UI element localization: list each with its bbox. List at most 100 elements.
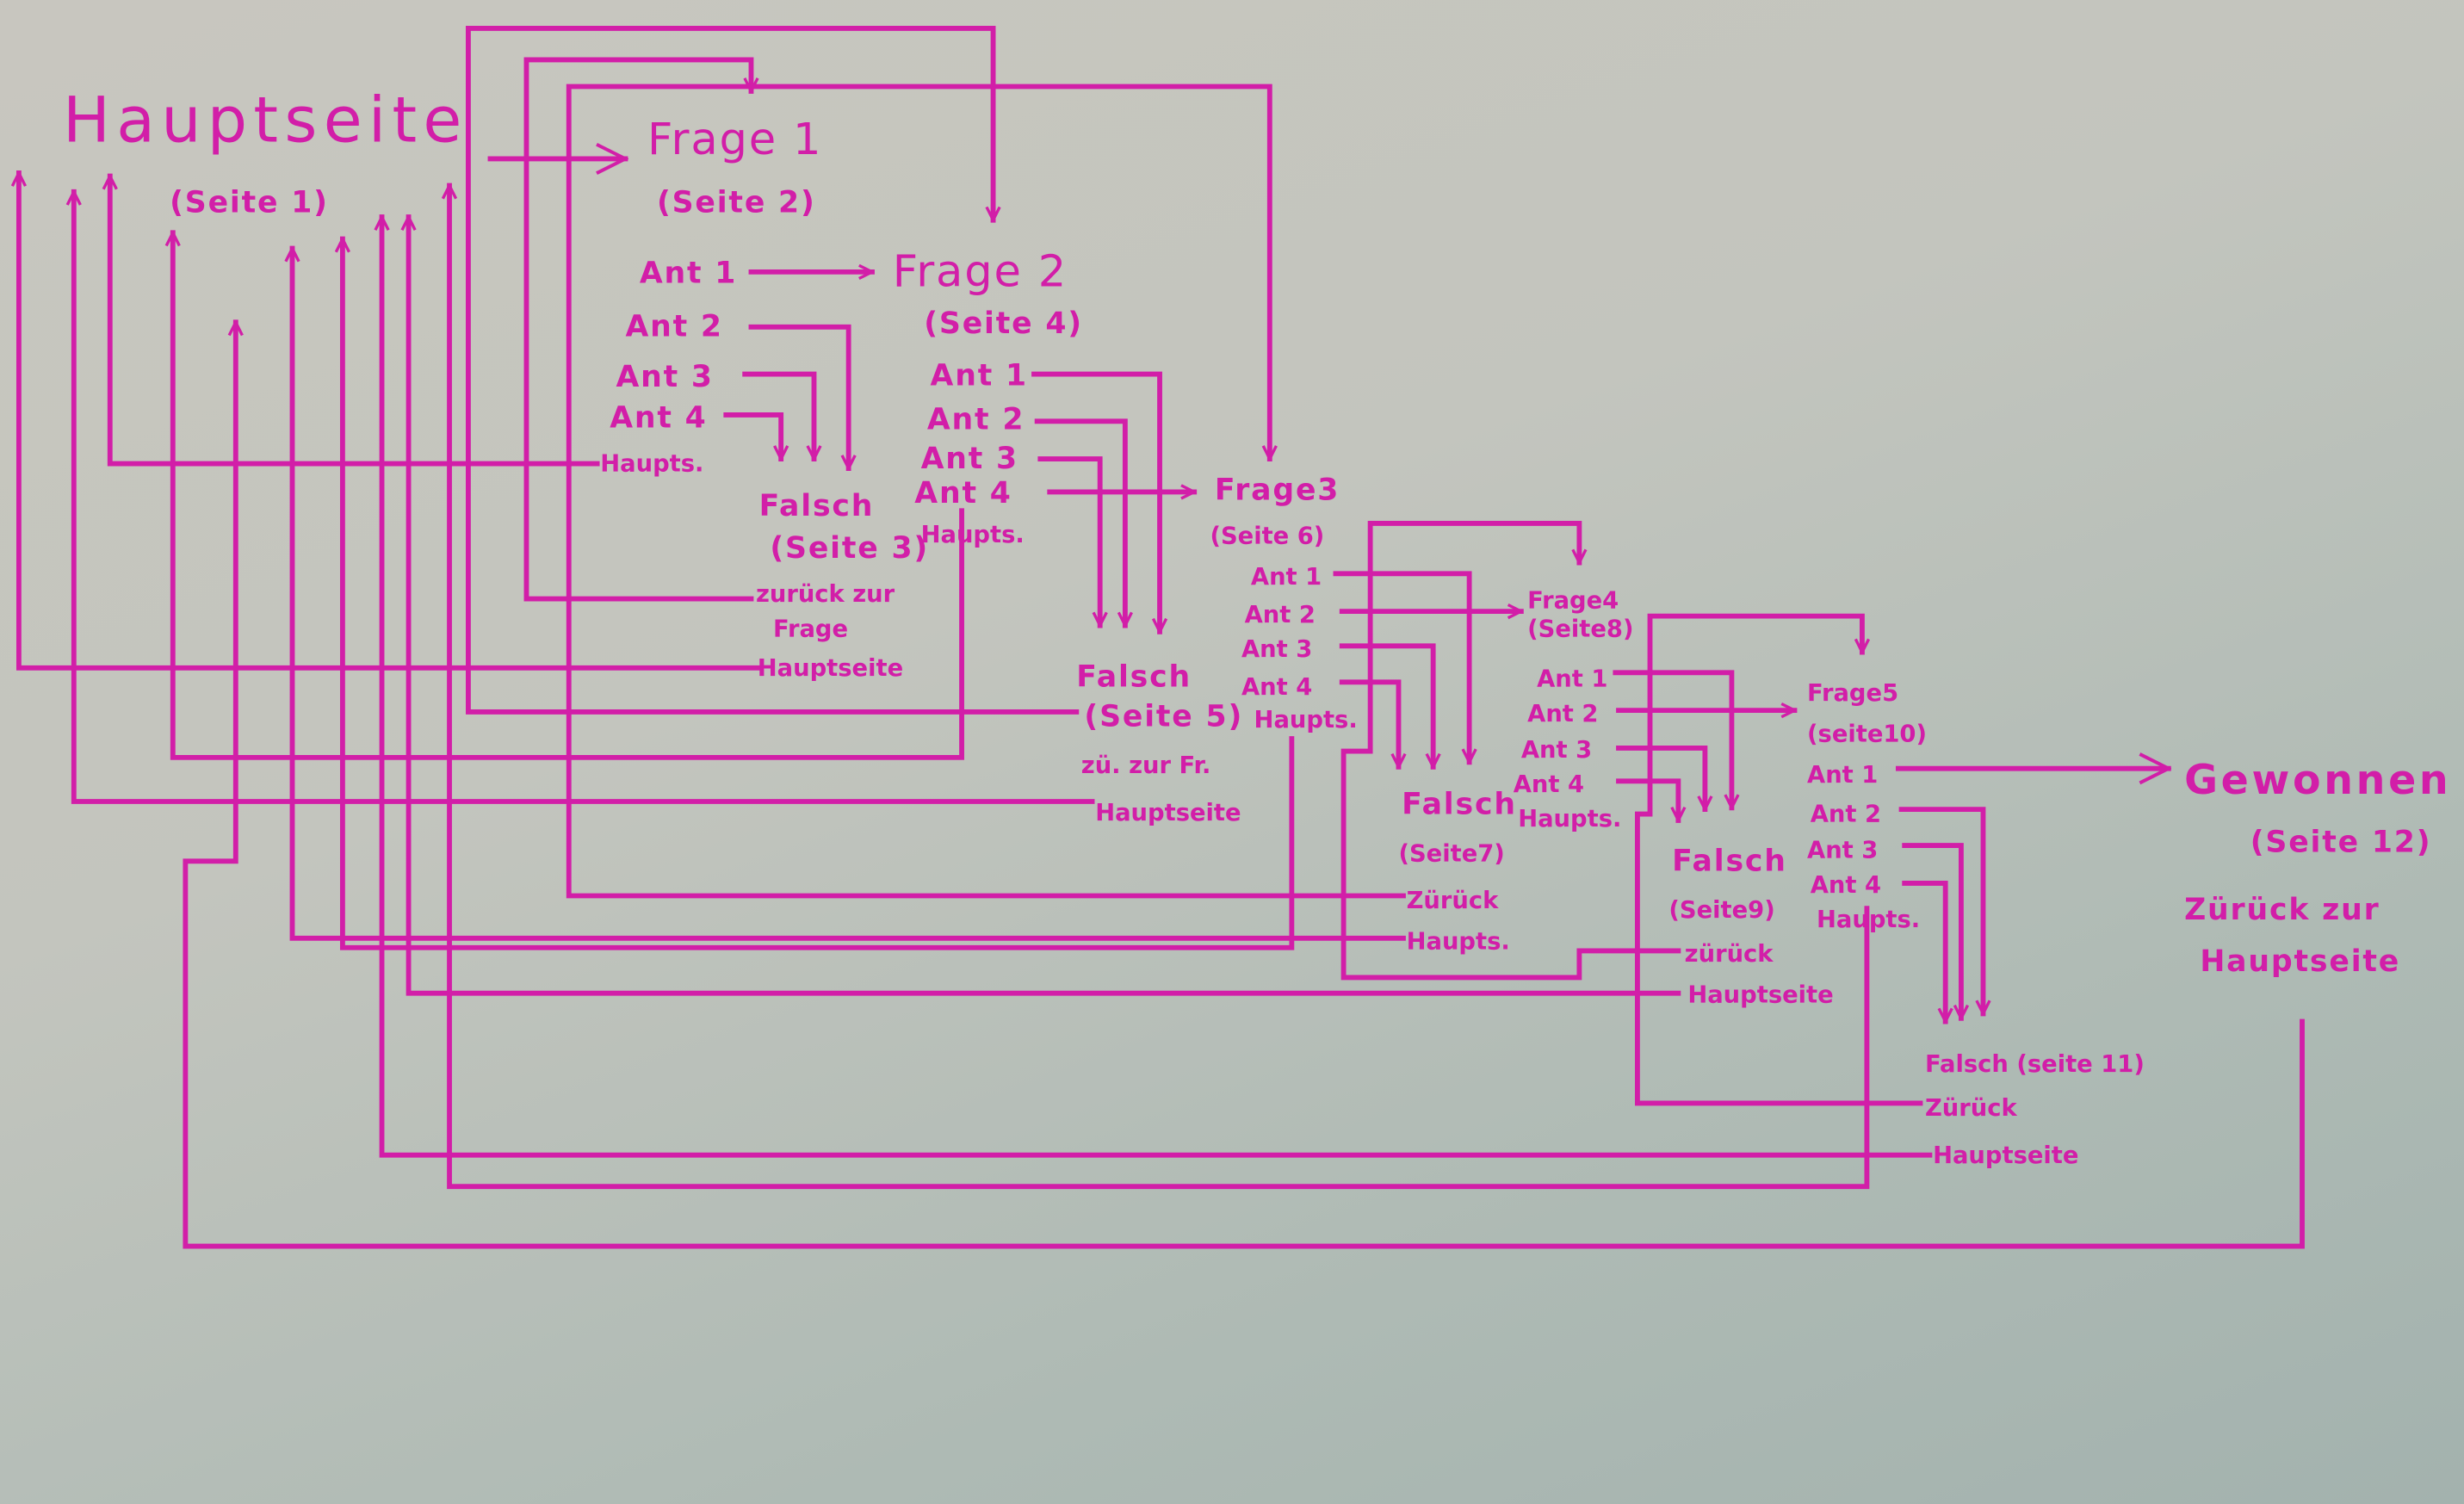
answer-label: Ant 1 xyxy=(1537,666,1607,693)
node-hauptseite: Hauptseite (Seite 1) xyxy=(63,84,468,220)
connector-lines xyxy=(19,26,2305,1249)
arrow-f4-ant1-to-falsch9 xyxy=(1613,670,1731,811)
arrow-f3-ant1-to-falsch7 xyxy=(1333,571,1469,765)
node-page: (Seite 2) xyxy=(657,186,816,220)
back-label: Zürück zur xyxy=(2184,893,2380,927)
back-label: Frage xyxy=(773,616,848,642)
node-page: (Seite 6) xyxy=(1210,523,1324,550)
node-falsch7: Falsch (Seite7) Zürück Haupts. xyxy=(1398,788,1517,956)
arrow-f5-ant4-to-falsch11 xyxy=(1902,880,1945,1024)
arrow-falsch9-back-to-frage4 xyxy=(1340,521,1681,981)
node-title: Frage 2 xyxy=(893,246,1068,297)
answer-label: Ant 1 xyxy=(931,358,1028,393)
node-title: Falsch xyxy=(1672,844,1787,878)
answer-label: Ant 2 xyxy=(927,402,1025,436)
home-label: Hauptseite xyxy=(758,655,903,682)
node-title: Hauptseite xyxy=(63,84,468,157)
answer-label: Ant 3 xyxy=(1807,838,1878,864)
back-label: Hauptseite xyxy=(2200,944,2400,979)
home-label: Hauptseite xyxy=(1095,800,1241,826)
answer-label: Ant 4 xyxy=(914,476,1012,511)
answer-label: Ant 2 xyxy=(1245,602,1316,628)
answer-label: Ant 3 xyxy=(1241,636,1312,663)
arrow-f5-ant3-to-falsch11 xyxy=(1902,843,1961,1021)
answer-label: Ant 1 xyxy=(1251,564,1322,591)
arrow-falsch5-home-to-main xyxy=(74,189,1095,804)
answer-label: Haupts. xyxy=(600,451,703,478)
arrow-f4-ant3-to-falsch9 xyxy=(1616,746,1705,813)
arrow-f2-ant3-to-falsch5 xyxy=(1037,456,1099,628)
node-frage2: Frage 2 (Seite 4) Ant 1 Ant 2 Ant 3 Ant … xyxy=(893,246,1083,548)
node-title: Frage3 xyxy=(1215,473,1340,508)
node-falsch11: Falsch (seite 11) Zürück Hauptseite xyxy=(1925,1051,2145,1169)
home-label: Haupts. xyxy=(1407,929,1510,956)
arrow-f1-ant3-to-falsch3 xyxy=(742,371,814,462)
node-title: Falsch (seite 11) xyxy=(1925,1051,2145,1078)
answer-label: Ant 2 xyxy=(1527,701,1598,727)
arrow-f4-ant4-to-falsch9 xyxy=(1616,778,1678,823)
arrow-f5-haupts-to-main xyxy=(449,183,1870,1190)
node-page: (Seite 1) xyxy=(170,186,329,220)
answer-label: Ant 4 xyxy=(610,401,707,436)
arrow-f1-ant2-to-falsch3 xyxy=(748,324,848,471)
answer-label: Ant 4 xyxy=(1811,872,1881,899)
arrow-falsch3-back-to-frage1 xyxy=(523,57,751,602)
node-page: (Seite9) xyxy=(1668,897,1774,924)
node-title: Falsch xyxy=(1076,660,1192,695)
home-label: Hauptseite xyxy=(1687,982,1833,1009)
arrow-f3-ant4-to-falsch7 xyxy=(1339,679,1399,770)
node-frage3: Frage3 (Seite 6) Ant 1 Ant 2 Ant 3 Ant 4… xyxy=(1210,473,1357,734)
answer-label: Ant 3 xyxy=(616,360,714,394)
answer-label: Haupts. xyxy=(1518,806,1621,832)
node-page: (Seite 3) xyxy=(770,531,929,566)
answer-label: Ant 1 xyxy=(640,257,737,291)
node-page: (Seite 4) xyxy=(924,306,1083,341)
node-title: Falsch xyxy=(759,489,875,523)
arrow-f2-ant2-to-falsch5 xyxy=(1034,418,1125,628)
answer-label: Ant 4 xyxy=(1514,771,1584,798)
answer-label: Ant 3 xyxy=(1521,737,1592,764)
node-frage4: Frage4 (Seite8) Ant 1 Ant 2 Ant 3 Ant 4 … xyxy=(1514,587,1634,832)
back-label: zurück zur xyxy=(756,581,895,608)
answer-label: Ant 2 xyxy=(625,310,722,344)
answer-label: Ant 1 xyxy=(1807,762,1878,789)
answer-label: Haupts. xyxy=(1817,907,1920,933)
node-page: (Seite 5) xyxy=(1084,699,1243,733)
node-frage5: Frage5 (seite10) Ant 1 Ant 2 Ant 3 Ant 4… xyxy=(1807,680,1927,933)
arrow-falsch11-home-to-main xyxy=(382,214,1933,1158)
home-label: Hauptseite xyxy=(1933,1142,2078,1169)
node-page: (Seite8) xyxy=(1527,616,1633,642)
back-label: Zürück xyxy=(1407,888,1500,914)
arrow-gewonnen-home-to-main xyxy=(183,319,2305,1249)
node-title: Frage4 xyxy=(1527,587,1619,614)
node-title: Gewonnen xyxy=(2184,757,2451,804)
back-label: Zürück xyxy=(1925,1095,2018,1122)
arrow-f2-haupts-to-main xyxy=(173,230,964,760)
node-falsch9: Falsch (Seite9) zürück Hauptseite xyxy=(1668,844,1833,1008)
node-page: (Seite 12) xyxy=(2250,825,2432,859)
arrow-falsch3-home-to-main xyxy=(19,170,760,671)
arrow-falsch7-home-to-main xyxy=(292,245,1406,941)
node-falsch3: Falsch (Seite 3) zurück zur Frage Haupts… xyxy=(756,489,929,682)
node-falsch5: Falsch (Seite 5) zü. zur Fr. Hauptseite xyxy=(1076,660,1243,826)
arrow-falsch11-back-to-frage5 xyxy=(1634,613,1923,1106)
arrow-f2-ant1-to-falsch5 xyxy=(1031,371,1160,634)
answer-label: Haupts. xyxy=(1254,707,1358,733)
answer-label: Ant 3 xyxy=(921,442,1018,476)
arrow-falsch5-back-to-frage2 xyxy=(466,26,1080,715)
node-title: Falsch xyxy=(1402,788,1517,822)
back-label: zürück xyxy=(1685,941,1774,968)
node-title: Frage5 xyxy=(1807,680,1898,707)
answer-label: Ant 2 xyxy=(1811,802,1881,828)
arrow-f1-ant4-to-falsch3 xyxy=(723,412,781,462)
arrow-f5-ant2-to-falsch11 xyxy=(1898,807,1984,1017)
node-gewonnen: Gewonnen (Seite 12) Zürück zur Hauptseit… xyxy=(2184,757,2451,979)
answer-label: Haupts. xyxy=(921,522,1025,548)
answer-label: Ant 4 xyxy=(1241,674,1312,701)
node-page: (Seite7) xyxy=(1398,840,1504,867)
arrow-falsch9-home-to-main xyxy=(409,214,1681,996)
node-page: (seite10) xyxy=(1807,721,1927,748)
node-frage1: Frage 1 (Seite 2) Ant 1 Ant 2 Ant 3 Ant … xyxy=(600,115,820,478)
arrow-f3-haupts-to-main xyxy=(343,236,1295,950)
